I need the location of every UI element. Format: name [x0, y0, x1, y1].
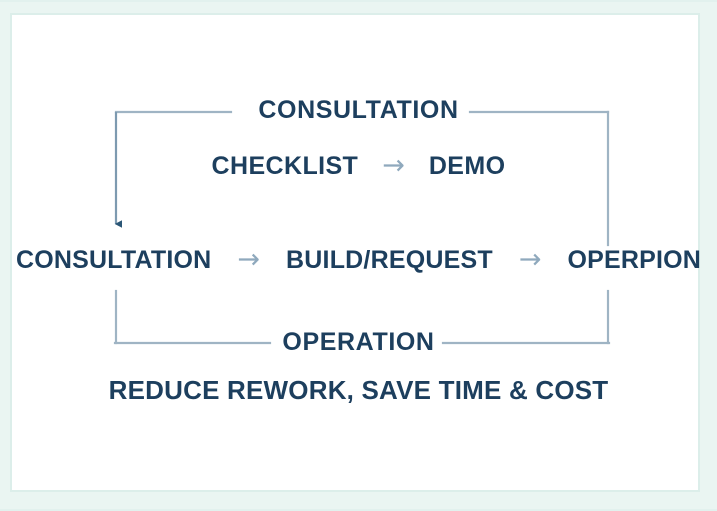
- main-flow-step-operpion: OPERPION: [567, 246, 702, 274]
- bottom-loop-label-operation: OPERATION: [282, 328, 435, 356]
- main-flow-row: CONSULTATION → BUILD/REQUEST → OPERPION: [0, 246, 717, 275]
- outer-edge-line-bottom: [0, 509, 717, 511]
- arrow-right-icon-checklist-to-demo: →: [382, 150, 405, 181]
- diagram-card: [10, 13, 700, 492]
- sub-flow-step-demo: DEMO: [428, 152, 506, 180]
- main-flow-step-build-request: BUILD/REQUEST: [286, 246, 493, 274]
- arrow-right-icon-build-to-operpion: →: [518, 244, 542, 275]
- arrow-right-icon-consultation-to-build: →: [237, 244, 261, 275]
- sub-flow-row: CHECKLIST → DEMO: [0, 152, 717, 181]
- main-flow-step-consultation: CONSULTATION: [15, 246, 212, 274]
- top-loop-label-consultation: CONSULTATION: [258, 96, 459, 124]
- diagram-tagline: REDUCE REWORK, SAVE TIME & COST: [108, 375, 609, 405]
- outer-edge-line-top: [0, 0, 717, 2]
- sub-flow-step-checklist: CHECKLIST: [211, 152, 359, 180]
